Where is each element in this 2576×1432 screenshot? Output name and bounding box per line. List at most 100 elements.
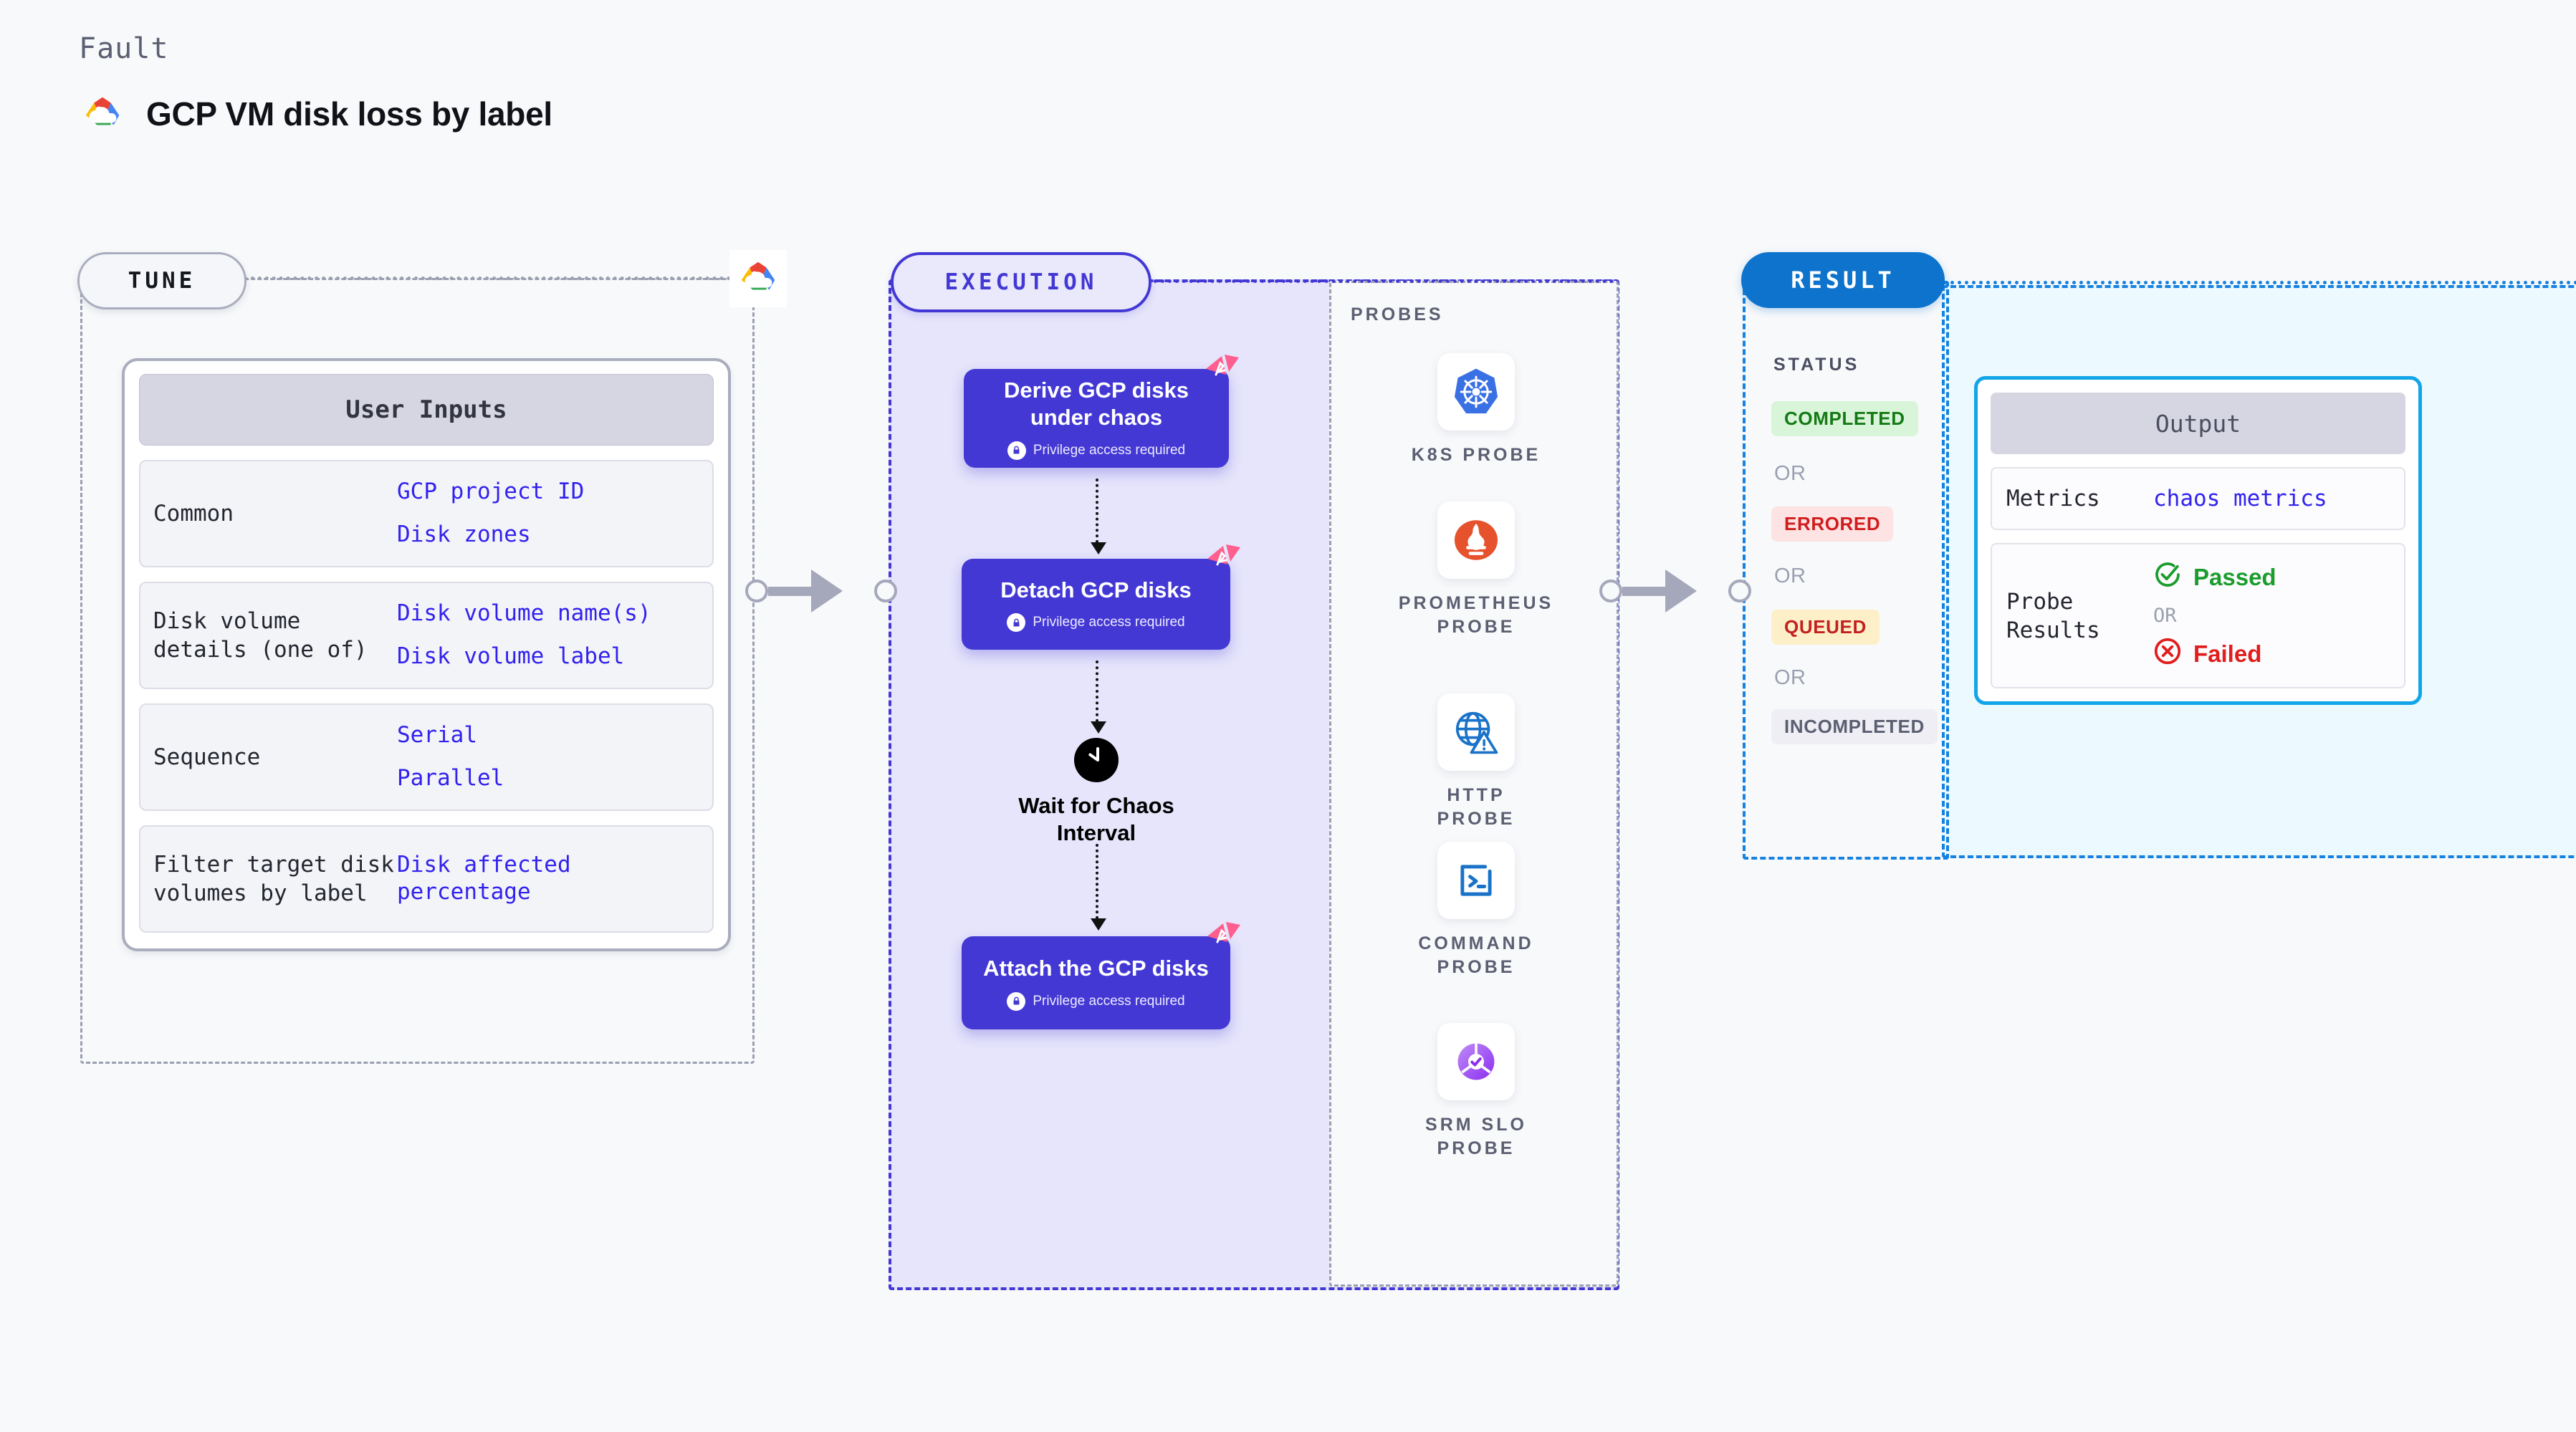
arrowhead-icon — [1091, 721, 1106, 734]
execution-node-detach[interactable]: Detach GCP disks Privilege access requir… — [962, 544, 1240, 650]
row-value[interactable]: Disk zones — [397, 522, 531, 547]
terminal-icon — [1437, 842, 1515, 919]
lock-icon — [1007, 991, 1026, 1011]
node-privilege-note: Privilege access required — [1007, 613, 1185, 633]
node-privilege-note: Privilege access required — [1007, 991, 1185, 1011]
user-input-row[interactable]: Disk volume details (one of) Disk volume… — [139, 582, 714, 689]
status-badge-errored: ERRORED — [1771, 506, 1894, 542]
row-values: GCP project ID Disk zones — [397, 479, 584, 549]
user-input-row[interactable]: Filter target disk volumes by label Disk… — [139, 825, 714, 933]
srm-slo-icon — [1437, 1023, 1515, 1100]
probe-label: COMMAND PROBE — [1418, 933, 1534, 977]
probe-label: K8S PROBE — [1411, 445, 1541, 465]
globe-warning-icon — [1437, 693, 1515, 771]
tune-provider-icon — [729, 250, 787, 307]
litmus-chaos-icon — [1202, 543, 1243, 580]
result-pill[interactable]: RESULT — [1741, 252, 1945, 308]
row-value[interactable]: Disk volume name(s) — [397, 600, 651, 627]
connector-bar — [1622, 586, 1665, 596]
probe-item-k8s[interactable]: K8S PROBE — [1408, 353, 1544, 467]
probe-item-command[interactable]: COMMAND PROBE — [1408, 842, 1544, 979]
flow-connector — [1091, 844, 1106, 931]
privilege-text: Privilege access required — [1033, 993, 1185, 1009]
arrowhead-icon — [1091, 918, 1106, 931]
user-input-row[interactable]: Common GCP project ID Disk zones — [139, 460, 714, 567]
connector-start-dot — [1599, 580, 1622, 602]
litmus-chaos-icon — [1202, 921, 1243, 958]
row-values: Disk affected percentage — [397, 852, 699, 906]
status-title: STATUS — [1773, 355, 1860, 375]
node-title: Attach the GCP disks — [983, 956, 1209, 981]
privilege-text: Privilege access required — [1033, 442, 1186, 458]
execution-pill[interactable]: EXECUTION — [891, 252, 1151, 312]
connector-end-dot — [1728, 580, 1751, 602]
connector-tune-to-execution — [745, 570, 897, 612]
check-circle-icon — [2153, 560, 2182, 595]
output-label: Metrics — [2006, 486, 2100, 511]
lock-icon — [1007, 613, 1026, 633]
row-label: Disk volume details (one of) — [153, 607, 368, 663]
lock-icon — [1007, 441, 1026, 460]
output-value[interactable]: chaos metrics — [2153, 486, 2327, 512]
output-header: Output — [1991, 393, 2405, 454]
output-card: Output Metrics chaos metrics Probe Resul… — [1974, 376, 2422, 706]
google-cloud-icon — [80, 92, 125, 136]
node-title: Derive GCP disks under chaos — [1004, 378, 1189, 430]
row-value[interactable]: Serial — [397, 722, 477, 749]
probe-label: SRM SLO PROBE — [1425, 1115, 1527, 1158]
row-value[interactable]: GCP project ID — [397, 479, 585, 505]
connector-arrow-icon — [811, 570, 874, 612]
probe-result-failed: Failed — [2153, 637, 2276, 671]
probes-section — [1329, 281, 1619, 1287]
flow-connector — [1091, 479, 1106, 554]
privilege-text: Privilege access required — [1033, 615, 1185, 630]
row-value[interactable]: Disk volume label — [397, 643, 625, 669]
wait-label: Wait for Chaos Interval — [1018, 793, 1174, 845]
probes-title: PROBES — [1351, 304, 1444, 325]
probe-result-passed: Passed — [2153, 560, 2276, 595]
execution-node-attach[interactable]: Attach the GCP disks Privilege access re… — [962, 922, 1240, 1029]
or-separator: OR — [2153, 605, 2177, 628]
output-row-metrics[interactable]: Metrics chaos metrics — [1991, 467, 2405, 531]
probe-result-failed-label: Failed — [2193, 640, 2262, 668]
probe-label: HTTP PROBE — [1437, 785, 1516, 829]
connector-arrow-icon — [1665, 570, 1728, 612]
status-badge-incompleted: INCOMPLETED — [1771, 709, 1938, 744]
page-title-row: GCP VM disk loss by label — [80, 92, 552, 136]
page-kicker: Fault — [79, 32, 169, 65]
user-inputs-card: User Inputs Common GCP project ID Disk z… — [122, 358, 731, 951]
arrowhead-icon — [1091, 542, 1106, 554]
kubernetes-icon — [1437, 353, 1515, 431]
or-separator: OR — [1774, 564, 1806, 587]
output-label: Probe Results — [2006, 588, 2100, 643]
user-input-row[interactable]: Sequence Serial Parallel — [139, 703, 714, 811]
litmus-chaos-icon — [1200, 353, 1242, 390]
tune-pill[interactable]: TUNE — [77, 252, 246, 309]
connector-execution-to-result — [1599, 570, 1751, 612]
x-circle-icon — [2153, 637, 2182, 671]
output-row-probe-results[interactable]: Probe Results Passed OR — [1991, 543, 2405, 689]
probe-item-http[interactable]: HTTP PROBE — [1408, 693, 1544, 830]
row-values: Serial Parallel — [397, 722, 504, 792]
probe-label: PROMETHEUS PROBE — [1398, 593, 1554, 637]
connector-start-dot — [745, 580, 768, 602]
status-badge-completed: COMPLETED — [1771, 401, 1918, 436]
connector-bar — [768, 586, 811, 596]
probe-result-passed-label: Passed — [2193, 564, 2276, 591]
tune-leader-line — [244, 277, 738, 280]
probe-item-prometheus[interactable]: PROMETHEUS PROBE — [1399, 501, 1551, 638]
row-label: Filter target disk volumes by label — [153, 851, 394, 906]
flow-connector — [1091, 660, 1106, 734]
clock-icon — [1074, 738, 1119, 782]
probe-result-values: Passed OR Failed — [2153, 560, 2276, 671]
or-separator: OR — [1774, 462, 1806, 485]
user-inputs-header: User Inputs — [139, 374, 714, 446]
row-value[interactable]: Parallel — [397, 765, 504, 791]
row-values: Disk volume name(s) Disk volume label — [397, 600, 651, 671]
or-separator: OR — [1774, 666, 1806, 689]
row-value[interactable]: Disk affected percentage — [397, 852, 571, 905]
page-title: GCP VM disk loss by label — [146, 95, 552, 133]
probe-item-srm-slo[interactable]: SRM SLO PROBE — [1408, 1023, 1544, 1160]
execution-node-derive[interactable]: Derive GCP disks under chaos Privilege a… — [964, 355, 1239, 468]
